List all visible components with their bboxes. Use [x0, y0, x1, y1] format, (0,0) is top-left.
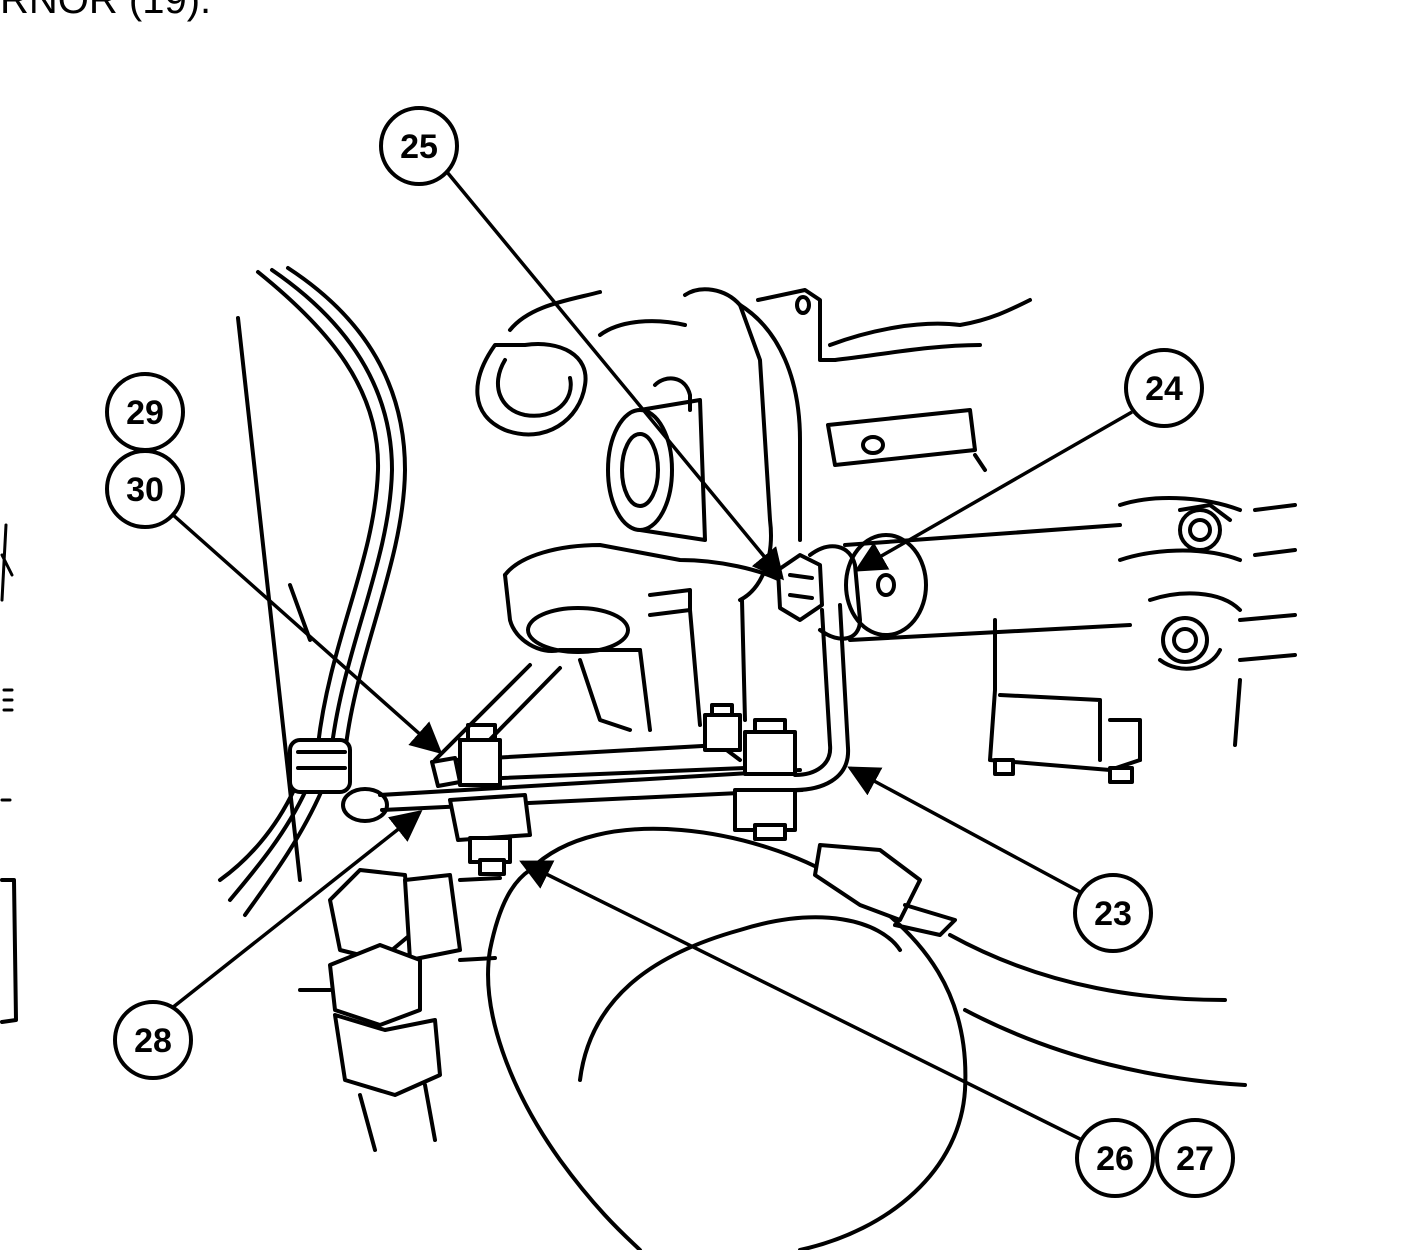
filter-canister: [486, 826, 1247, 1252]
svg-text:25: 25: [400, 128, 438, 166]
callout-28: 28: [113, 1000, 193, 1080]
callout-29: 29: [105, 372, 185, 452]
svg-text:26: 26: [1096, 1140, 1134, 1178]
svg-text:29: 29: [126, 394, 164, 432]
left-margin-fragments: [0, 523, 18, 1024]
callout-30: 30: [105, 449, 185, 529]
governor-housing: [433, 287, 1032, 767]
svg-text:30: 30: [126, 471, 164, 509]
callout-25: 25: [379, 106, 459, 186]
bracket-and-rod: [378, 603, 851, 876]
leader-lines: [170, 170, 1133, 1145]
instruction-caption-fragment: RNOR (19).: [0, 0, 212, 22]
callout-26: 26: [1075, 1118, 1155, 1198]
hose-bundle: [218, 266, 407, 917]
svg-text:24: 24: [1145, 370, 1183, 408]
svg-text:23: 23: [1094, 895, 1132, 933]
callout-27: 27: [1155, 1118, 1235, 1198]
svg-text:27: 27: [1176, 1140, 1214, 1178]
pipe-fittings: [298, 868, 502, 1152]
linkage-shaft: [776, 496, 1297, 784]
callout-24: 24: [1124, 348, 1204, 428]
svg-text:28: 28: [134, 1022, 172, 1060]
callout-23: 23: [1073, 873, 1153, 953]
